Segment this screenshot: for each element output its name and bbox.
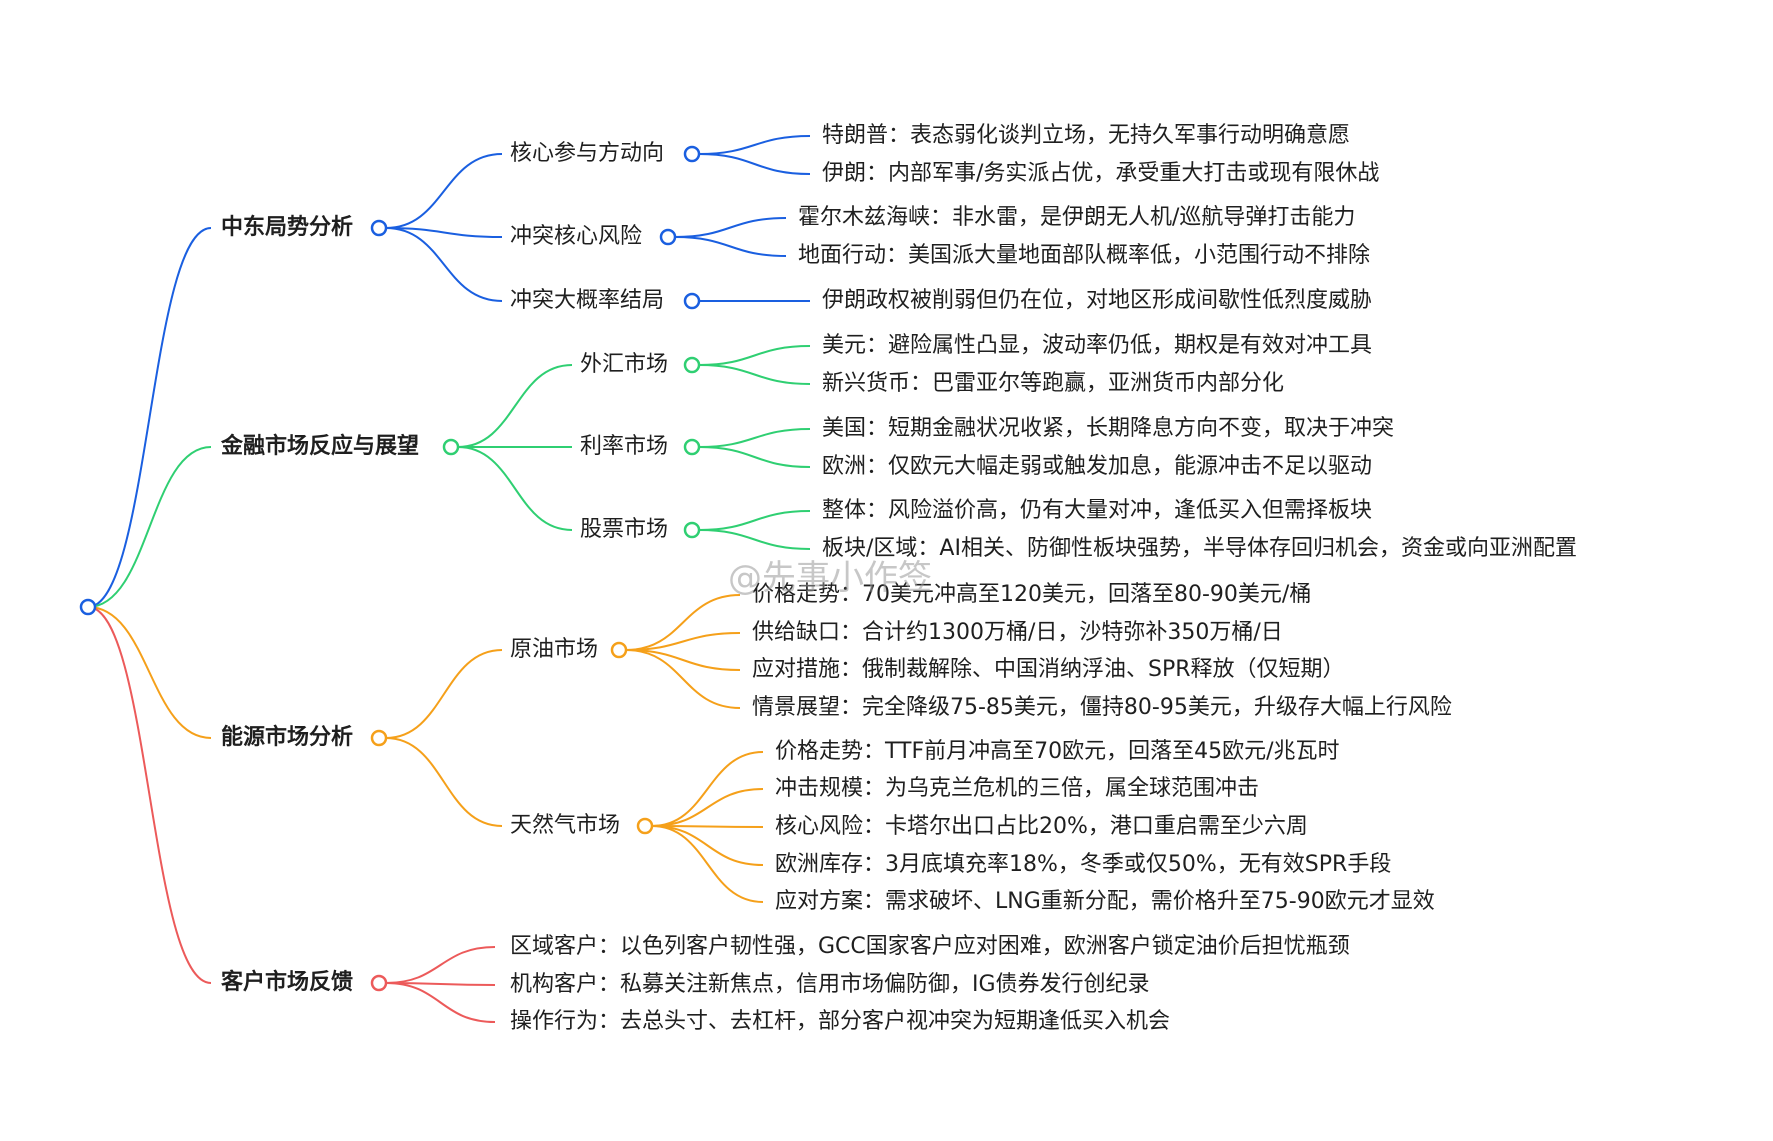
leaf-node: 操作行为：去总头寸、去杠杆，部分客户视冲突为短期逢低买入机会 <box>510 1009 1171 1034</box>
subtopic-node-toggle[interactable] <box>683 145 701 163</box>
leaf-connector <box>674 236 787 257</box>
leaf-connector <box>625 649 741 671</box>
topic-node-toggle[interactable] <box>442 438 460 456</box>
subtopic-connector <box>385 737 503 827</box>
leaf-connector <box>698 446 811 468</box>
leaf-node: 霍尔木兹海峡：非水雷，是伊朗无人机/巡航导弹打击能力 <box>798 205 1356 230</box>
leaf-node: 应对方案：需求破坏、LNG重新分配，需价格升至75-90欧元才显效 <box>775 889 1435 914</box>
subtopic-connector <box>385 153 503 229</box>
leaf-connector <box>385 982 496 1023</box>
leaf-connector <box>698 364 811 385</box>
subtopic-node[interactable]: 冲突核心风险 <box>510 224 643 249</box>
leaf-connector <box>698 345 811 366</box>
leaf-node: 特朗普：表态弱化谈判立场，无持久军事行动明确意愿 <box>822 123 1351 148</box>
watermark-text: @先事小作签 <box>728 558 932 598</box>
leaf-connector <box>625 594 741 651</box>
subtopic-node-toggle[interactable] <box>683 521 701 539</box>
subtopic-node[interactable]: 核心参与方动向 <box>510 141 665 166</box>
leaf-node: 伊朗政权被削弱但仍在位，对地区形成间歇性低烈度威胁 <box>822 288 1373 313</box>
leaf-connector <box>651 751 764 827</box>
leaf-node: 欧洲库存：3月底填充率18%，冬季或仅50%，无有效SPR手段 <box>775 852 1392 877</box>
leaf-node: 欧洲：仅欧元大幅走弱或触发加息，能源冲击不足以驱动 <box>822 454 1373 479</box>
subtopic-node[interactable]: 股票市场 <box>580 517 669 542</box>
leaf-node: 价格走势：TTF前月冲高至70欧元，回落至45欧元/兆瓦时 <box>775 739 1340 764</box>
leaf-node: 情景展望：完全降级75-85美元，僵持80-95美元，升级存大幅上行风险 <box>752 695 1452 720</box>
leaf-connector <box>698 428 811 448</box>
subtopic-node-toggle[interactable] <box>683 356 701 374</box>
subtopic-connector <box>457 446 573 531</box>
leaf-connector <box>698 529 811 550</box>
subtopic-node[interactable]: 原油市场 <box>510 637 599 662</box>
root-node[interactable] <box>79 598 97 616</box>
leaf-node: 伊朗：内部军事/务实派占优，承受重大打击或现有限休战 <box>822 161 1380 186</box>
leaf-node: 新兴货币：巴雷亚尔等跑赢，亚洲货币内部分化 <box>822 371 1285 396</box>
topic-node-toggle[interactable] <box>370 974 388 992</box>
leaf-node: 美国：短期金融状况收紧，长期降息方向不变，取决于冲突 <box>822 416 1395 441</box>
leaf-connector <box>698 153 811 175</box>
leaf-node: 冲击规模：为乌克兰危机的三倍，属全球范围冲击 <box>775 776 1260 801</box>
leaf-node: 核心风险：卡塔尔出口占比20%，港口重启需至少六周 <box>775 814 1308 839</box>
leaf-node: 整体：风险溢价高，仍有大量对冲，逢低买入但需择板块 <box>822 498 1373 523</box>
topic-node-toggle[interactable] <box>370 729 388 747</box>
leaf-node: 美元：避险属性凸显，波动率仍低，期权是有效对冲工具 <box>822 333 1373 358</box>
topic-node[interactable]: 金融市场反应与展望 <box>221 434 420 459</box>
leaf-connector <box>625 649 741 709</box>
leaf-connector <box>674 217 787 238</box>
leaf-node: 板块/区域：AI相关、防御性板块强势，半导体存回归机会，资金或向亚洲配置 <box>822 536 1577 561</box>
branch-connector <box>87 227 212 608</box>
subtopic-node-toggle[interactable] <box>659 228 677 246</box>
leaf-connector <box>698 510 811 531</box>
leaf-connector <box>651 825 764 903</box>
leaf-node: 价格走势：70美元冲高至120美元，回落至80-90美元/桶 <box>752 582 1312 607</box>
subtopic-connector <box>457 364 573 448</box>
subtopic-connector <box>385 227 503 238</box>
subtopic-node[interactable]: 冲突大概率结局 <box>510 288 665 313</box>
topic-node[interactable]: 客户市场反馈 <box>221 970 354 995</box>
subtopic-node-toggle[interactable] <box>683 292 701 310</box>
branch-connector <box>87 606 212 984</box>
subtopic-node[interactable]: 利率市场 <box>580 434 669 459</box>
topic-node[interactable]: 能源市场分析 <box>221 725 354 750</box>
subtopic-node[interactable]: 外汇市场 <box>580 352 669 377</box>
subtopic-node-toggle[interactable] <box>610 641 628 659</box>
leaf-connector <box>385 982 496 986</box>
topic-node[interactable]: 中东局势分析 <box>221 215 354 240</box>
subtopic-node-toggle[interactable] <box>683 438 701 456</box>
leaf-connector <box>651 825 764 866</box>
subtopic-connector <box>385 649 503 739</box>
leaf-node: 供给缺口：合计约1300万桶/日，沙特弥补350万桶/日 <box>752 620 1283 645</box>
subtopic-node[interactable]: 天然气市场 <box>510 813 621 838</box>
leaf-connector <box>651 825 764 828</box>
branch-connector <box>87 606 212 739</box>
leaf-node: 应对措施：俄制裁解除、中国消纳浮油、SPR释放（仅短期） <box>752 657 1345 682</box>
leaf-node: 机构客户：私募关注新焦点，信用市场偏防御，IG债券发行创纪录 <box>510 972 1150 997</box>
leaf-node: 区域客户：以色列客户韧性强，GCC国家客户应对困难，欧洲客户锁定油价后担忧瓶颈 <box>510 934 1350 959</box>
topic-node-toggle[interactable] <box>370 219 388 237</box>
subtopic-connector <box>385 227 503 302</box>
leaf-node: 地面行动：美国派大量地面部队概率低，小范围行动不排除 <box>798 243 1371 268</box>
subtopic-node-toggle[interactable] <box>636 817 654 835</box>
leaf-connector <box>698 135 811 155</box>
leaf-connector <box>625 632 741 651</box>
branch-connector <box>87 446 212 608</box>
leaf-connector <box>651 788 764 827</box>
leaf-connector <box>385 946 496 984</box>
